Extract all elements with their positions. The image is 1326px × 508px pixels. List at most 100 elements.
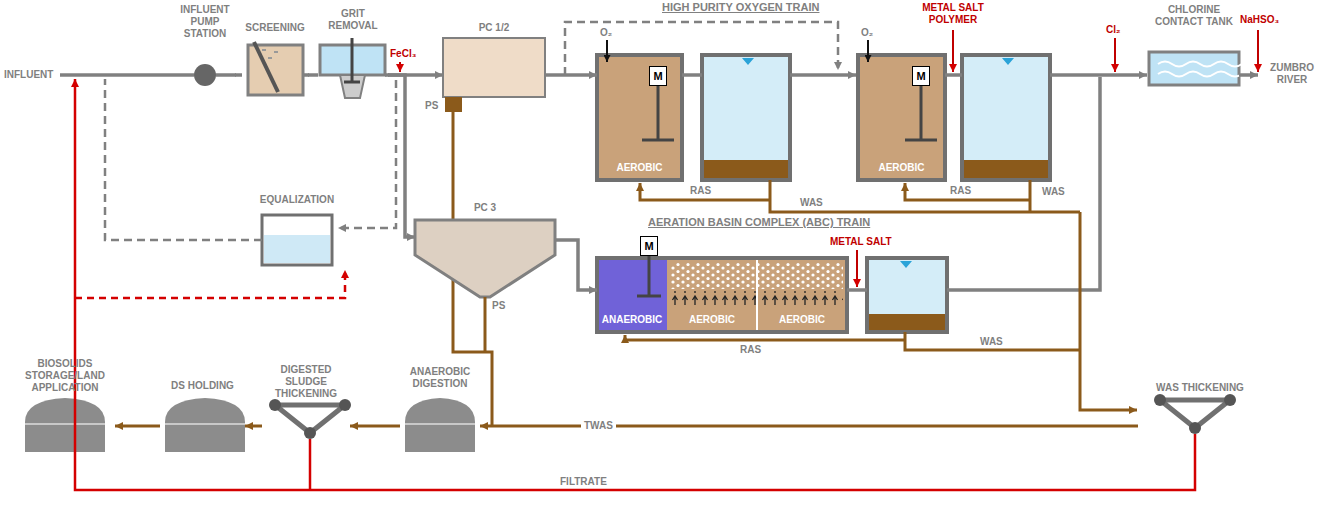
process-pipe-part [1050,73,1147,77]
stream-label: WAS [1042,186,1065,198]
sludge-pipe-part [905,332,1080,350]
process-pipe-part [945,73,962,77]
stream-label: RAS [950,185,971,197]
holding-tank: DS HOLDING [160,380,245,452]
digester: ANAEROBIC DIGESTION [400,366,480,452]
filtrate-pipe-part [309,439,312,490]
chemical-label: FeCl₃ [390,48,416,60]
mixer-box: M [649,66,667,86]
chemical-label: NaHSO₃ [1240,14,1279,26]
unit-label: BIOSOLIDS STORAGE/LAND APPLICATION [15,358,115,394]
process-unit-icons-part [194,64,216,86]
process-pipe [60,75,1258,290]
unit-label: M [916,70,925,82]
filtrate-pipe-part [75,270,345,298]
stream-label: WAS [980,336,1003,348]
flow-line [235,73,242,77]
aeration-basin: AEROBIC [757,258,847,332]
stream-label: RAS [690,185,711,197]
process-pipe-part [60,73,194,77]
process-unit-icons-part [642,86,937,140]
unit-label: AEROBIC [689,314,735,326]
process-unit-icons-part [900,261,912,268]
sludge-pipe-part [770,180,1080,212]
grit-chamber: GRIT REMOVAL [318,8,388,102]
unit-label: AEROBIC [779,314,825,326]
sludge-pipe-part [1029,180,1032,212]
unit-label: CHLORINE CONTACT TANK [1149,4,1239,28]
stream-label: O₂ [861,27,873,39]
bypass-pipe-part [565,22,838,75]
process-unit-icons-part [264,235,330,263]
biosolids-storage: BIOSOLIDS STORAGE/LAND APPLICATION [15,358,115,452]
process-unit-icons-part [25,423,475,425]
unit-label: PC 1/2 [479,22,510,34]
chemical-feed-arrow-part [856,250,858,287]
unit-label: WAS THICKENING [1156,382,1244,394]
oxygen-feed-arrow-part [867,40,869,62]
chemical-feed-arrow-part [1114,38,1116,72]
sludge-line [245,425,262,428]
belt-thickener: WAS THICKENING [1138,382,1262,434]
chemical-feed-arrow-part [952,30,954,72]
bypass-pipe-part [338,80,396,228]
sludge-line [115,425,160,428]
flow-line [308,73,318,77]
process-unit-icons-part [443,38,545,97]
oxygen-feed-arrow-part [606,40,608,62]
stream-label: INFLUENT [4,69,53,81]
chemical-label: Cl₂ [1106,24,1120,36]
stream-label: O₂ [600,27,612,39]
chemical-feed-arrow [400,30,1258,287]
edge-label: TWAS [581,420,616,432]
unit-label: ANAEROBIC [602,314,663,326]
mixer-box: M [912,66,930,86]
process-unit-icons-part [1158,62,1242,77]
stream-label: RAS [740,344,761,356]
oxygen-reactor: AEROBIC M [858,55,945,180]
chlorine-tank: CHLORINE CONTACT TANK [1149,4,1239,88]
unit-label: DIGESTED SLUDGE THICKENING [262,364,350,400]
screening-unit: SCREENING [242,22,308,97]
process-unit-icons [25,38,1242,452]
bypass-pipe [105,22,838,240]
process-unit-icons-part [415,220,555,297]
belt-thickener: DIGESTED SLUDGE THICKENING [262,364,350,440]
unit-label: GRIT REMOVAL [318,8,388,32]
process-unit-icons-part [1154,394,1236,434]
unit-label: M [644,240,653,252]
train-title: HIGH PURITY OXYGEN TRAIN [662,1,819,14]
unit-label: EQUALIZATION [260,194,334,206]
process-unit-icons-part [637,256,661,296]
process-unit-icons-part [869,314,945,330]
anaerobic-zone: ANAEROBIC [597,258,667,332]
oxygen-reactor: AEROBICM [597,55,682,180]
process-unit-icons-part [254,42,278,92]
unit-label: AEROBIC [878,162,924,174]
pump-station: INFLUENT PUMP STATION [175,4,235,92]
bypass-pipe-part [105,79,262,240]
primary-clarifier: PC 3 [415,202,555,297]
unit-label: INFLUENT PUMP STATION [175,4,235,40]
process-unit-icons-part [597,55,682,180]
process-unit-icons-part [262,50,278,58]
process-pipe-part [216,73,389,77]
unit-label: M [653,70,662,82]
process-unit-icons-part [756,258,758,332]
stream-label: PS [425,100,438,112]
process-pipe-part [847,288,867,292]
aeration-basin: AEROBIC [667,258,757,332]
process-pipe-part [947,77,1100,290]
process-unit-icons-part [445,97,462,112]
process-unit-icons-part [344,38,360,82]
process-pipe-part [790,73,856,77]
train-title: AERATION BASIN COMPLEX (ABC) TRAIN [648,216,870,229]
process-unit-icons-part [262,215,332,265]
equalization-tank: EQUALIZATION [256,194,338,268]
process-unit-icons-part [858,55,945,180]
stream-label: ZUMBRO RIVER [1262,62,1322,86]
mixer-box: M [640,236,658,256]
sludge-pipe-part [1080,212,1137,410]
process-unit-icons-part [269,399,351,439]
stream-label: WAS [800,197,823,209]
